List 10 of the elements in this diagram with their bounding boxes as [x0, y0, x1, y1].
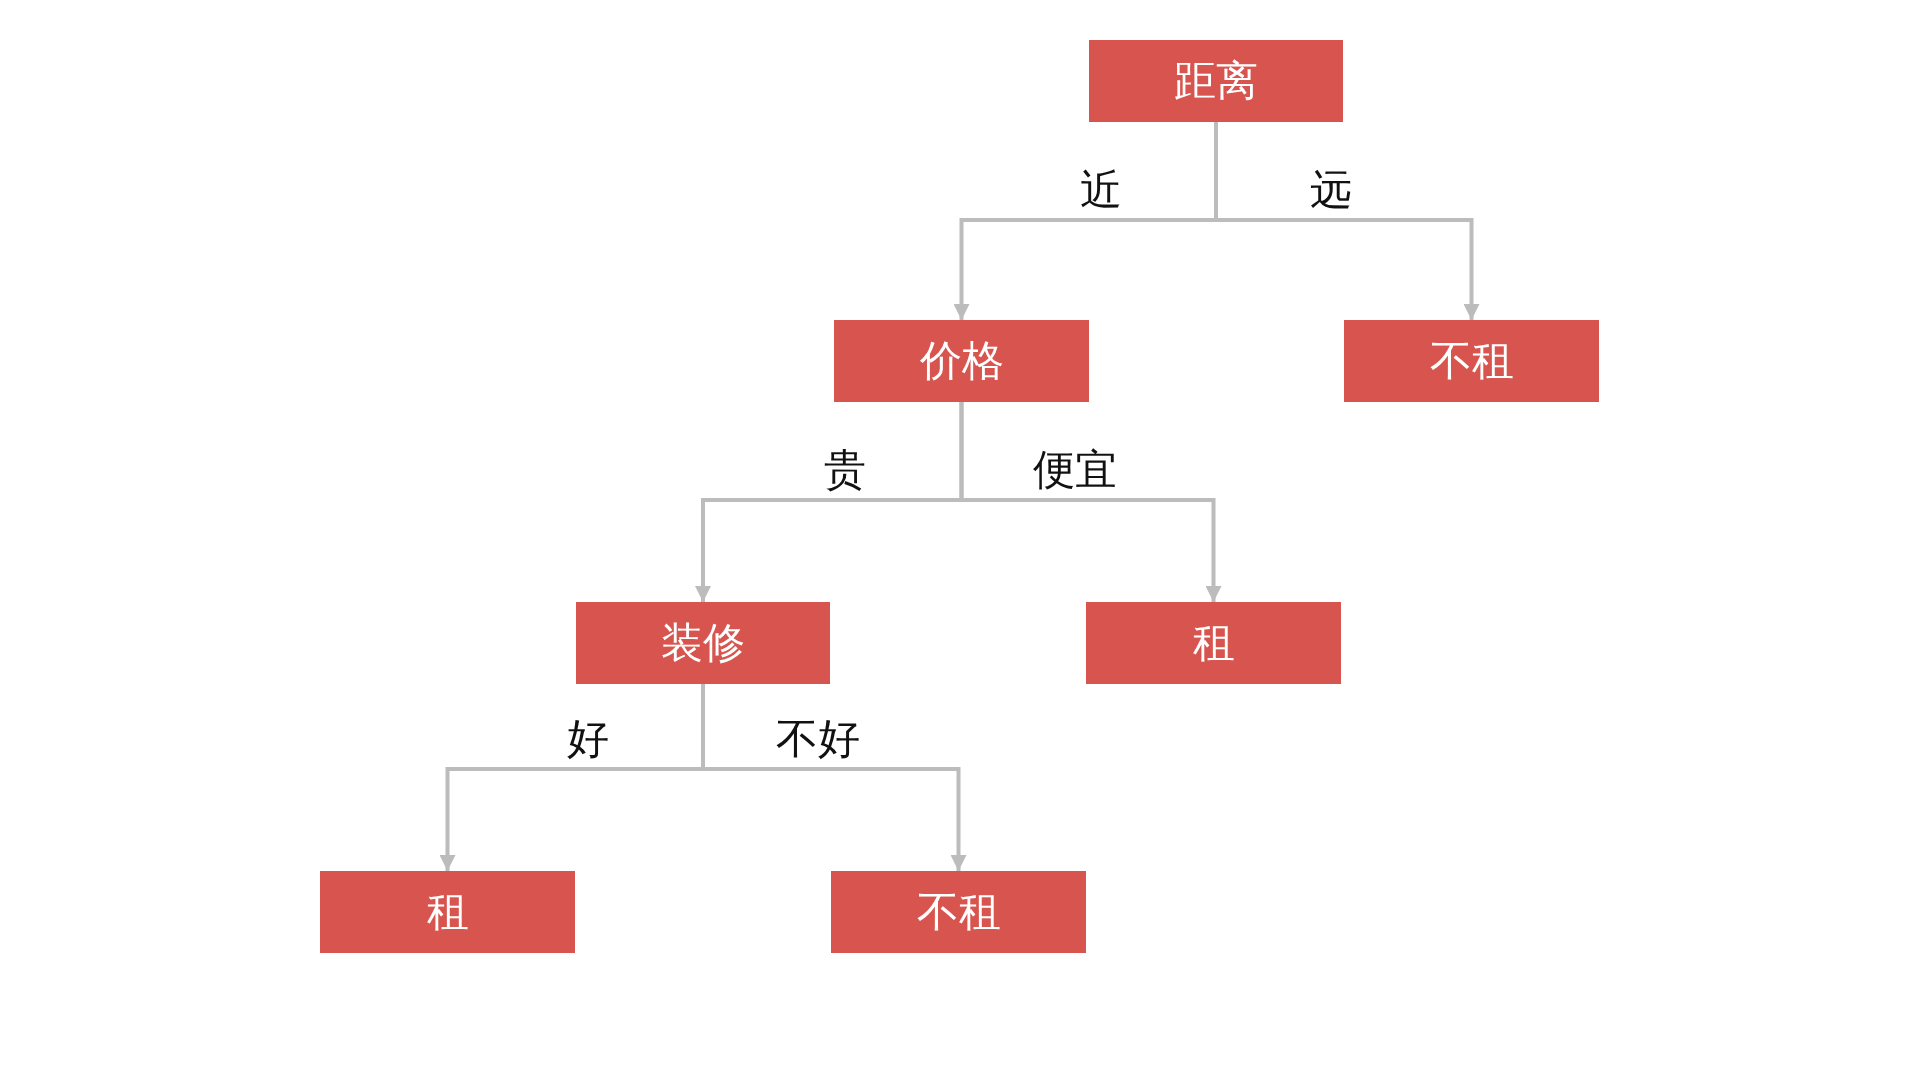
arrow [701, 684, 967, 871]
decision-box: 距离 [1089, 40, 1343, 122]
arrow [1214, 122, 1480, 320]
decision-box: 装修 [576, 602, 830, 684]
decision-box: 租 [320, 871, 575, 953]
arrow [959, 402, 1222, 602]
decision-box: 不租 [831, 871, 1086, 953]
decision-box: 价格 [834, 320, 1089, 402]
decision-box: 租 [1086, 602, 1341, 684]
decision-box: 不租 [1344, 320, 1599, 402]
